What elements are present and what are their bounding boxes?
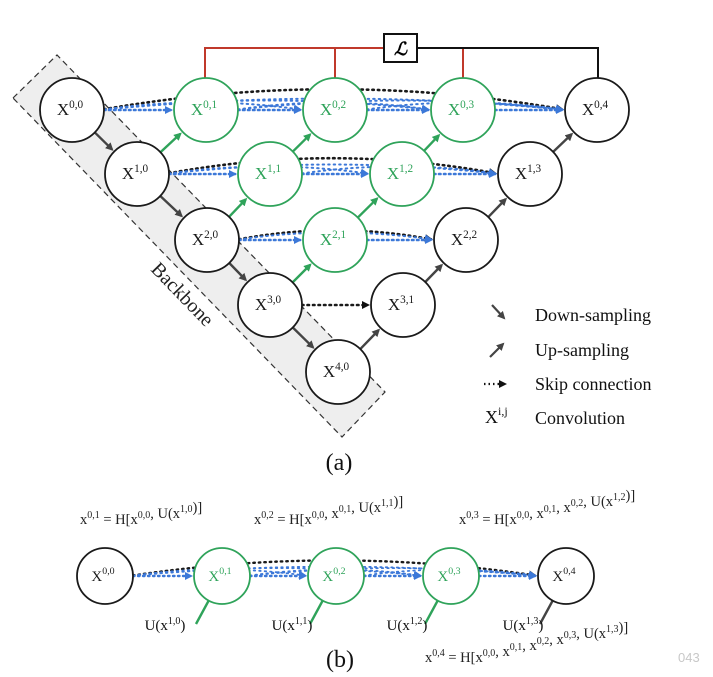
loss-connectors (204, 47, 599, 80)
equations: x0,1 = H[x0,0, U(x1,0)] x0,2 = H[x0,0, x0… (80, 488, 635, 666)
node-x-1-3: X1,3 (497, 141, 563, 207)
node-x-1-1: X1,1 (237, 141, 303, 207)
legend-up-arrow-icon (489, 342, 505, 358)
up-arrow-1 (424, 263, 444, 283)
caption-b: (b) (326, 647, 354, 673)
node-label: X1,0 (122, 163, 149, 183)
node-x-3-1: X3,1 (370, 272, 436, 338)
upsample-label-2: U(x1,1) (272, 616, 313, 634)
node-x-0-1: X0,1 (173, 77, 239, 143)
node-x-1-2: X1,2 (369, 141, 435, 207)
skip-blue-arc-r1-1-3 (300, 165, 497, 177)
down-arrow-3 (291, 326, 315, 349)
up-arrow-green-4 (356, 197, 379, 219)
upsample-label-4: U(x1,3) (503, 616, 544, 634)
up-arrow-green-2 (291, 133, 312, 153)
node-label: X0,3 (448, 99, 475, 119)
legend-conv-label: Convolution (535, 408, 625, 428)
node-label: X0,0 (57, 99, 84, 119)
equation-eq02: x0,2 = H[x0,0, x0,1, U(x1,1)] (254, 494, 403, 528)
node-x-4-0: X4,0 (305, 339, 371, 405)
skip-blue-arc-r0-0-4 (102, 97, 564, 113)
node-x-0-1: X0,1 (193, 547, 251, 605)
legend-down-label: Down-sampling (535, 305, 651, 325)
skip-blue-arc-r2-0-2 (237, 231, 433, 243)
up-arrow-green-1 (228, 197, 248, 218)
skip-arc-row1 (167, 156, 497, 177)
node-label: X2,1 (320, 229, 346, 249)
b-skip-blue-arc-1-3 (249, 568, 422, 579)
node-label: X0,2 (322, 566, 345, 585)
node-x-3-0: X3,0 (237, 272, 303, 338)
node-x-0-0: X0,0 (39, 77, 105, 143)
caption-a: (a) (326, 450, 353, 476)
down-arrow-1 (159, 195, 183, 218)
panel-b: x0,1 = H[x0,0, U(x1,0)] x0,2 = H[x0,0, x0… (76, 488, 700, 673)
node-x-0-2: X0,2 (307, 547, 365, 605)
node-label: X0,0 (91, 566, 114, 585)
node-label: X0,1 (208, 566, 231, 585)
up-arrow-green-0 (159, 132, 182, 154)
down-arrow-2 (228, 262, 248, 282)
b-skip-blue-arc-1-4 (249, 567, 537, 579)
watermark: 043 (678, 650, 700, 665)
nodes-panel-b: X0,0 X0,1 X0,2 X0,3 X0,4 (76, 547, 595, 605)
node-x-2-0: X2,0 (174, 207, 240, 273)
skip-blue-arc-r1-0-3 (167, 163, 497, 177)
loss-symbol: ℒ (394, 39, 408, 59)
node-label: X1,1 (255, 163, 281, 183)
up-arrow-green-5 (423, 133, 441, 152)
upsample-label-3: U(x1,2) (387, 616, 428, 634)
skip-blue-arc-r0-0-3 (102, 99, 430, 113)
legend: Down-sampling Up-sampling Skip connectio… (484, 304, 651, 428)
skip-blue-arc-r0-2-4 (365, 101, 564, 113)
node-label: X0,1 (191, 99, 217, 119)
down-arrow-0 (93, 131, 114, 151)
equation-eq01: x0,1 = H[x0,0, U(x1,0)] (80, 500, 202, 528)
nodes-panel-a: X0,0X1,0X2,0X3,0X4,0 X0,1 X0,2 X0,3X1,1 X1,2… (39, 77, 630, 405)
node-label: X0,3 (437, 566, 460, 585)
node-x-0-2: X0,2 (302, 77, 368, 143)
legend-down-arrow-icon (491, 304, 506, 320)
node-label: X0,4 (582, 99, 609, 119)
node-label: X4,0 (323, 361, 350, 381)
loss-box (383, 33, 418, 63)
upsample-label-1: U(x1,0) (145, 616, 186, 634)
node-x-0-3: X0,3 (422, 547, 480, 605)
node-x-0-4: X0,4 (564, 77, 630, 143)
node-label: X0,4 (552, 566, 575, 585)
legend-up-label: Up-sampling (535, 340, 629, 360)
node-label: X1,3 (515, 163, 542, 183)
sampling-arrows (93, 131, 574, 350)
up-arrow-0 (359, 328, 381, 350)
legend-skip-label: Skip connection (535, 374, 651, 394)
node-x-0-0: X0,0 (76, 547, 134, 605)
node-label: X2,0 (192, 229, 219, 249)
skip-blue-arc-r0-1-4 (236, 99, 564, 113)
node-x-0-4: X0,4 (537, 547, 595, 605)
upsample-labels: U(x1,0) U(x1,1) U(x1,2) U(x1,3) (145, 616, 544, 634)
node-x-2-1: X2,1 (302, 207, 368, 273)
up-arrow-green-3 (291, 263, 312, 284)
up-arrow-3 (552, 132, 574, 153)
equation-eq03: x0,3 = H[x0,0, x0,1, x0,2, U(x1,2)] (459, 488, 635, 528)
node-x-1-0: X1,0 (104, 141, 170, 207)
b-skip-arc (131, 559, 537, 579)
node-x-2-2: X2,2 (433, 207, 499, 273)
node-label: X0,2 (320, 99, 346, 119)
legend-conv-symbol: Xi,j (485, 404, 508, 427)
node-label: X2,2 (451, 229, 477, 249)
node-label: X3,0 (255, 294, 282, 314)
equation-eq04: x0,4 = H[x0,0, x0,1, x0,2, x0,3, U(x1,3)… (425, 620, 628, 666)
skip-connections-dense (102, 97, 564, 244)
node-label: X3,1 (388, 294, 414, 314)
node-label: X1,2 (387, 163, 413, 183)
node-x-0-3: X0,3 (430, 77, 496, 143)
up-arrow-2 (487, 197, 508, 218)
